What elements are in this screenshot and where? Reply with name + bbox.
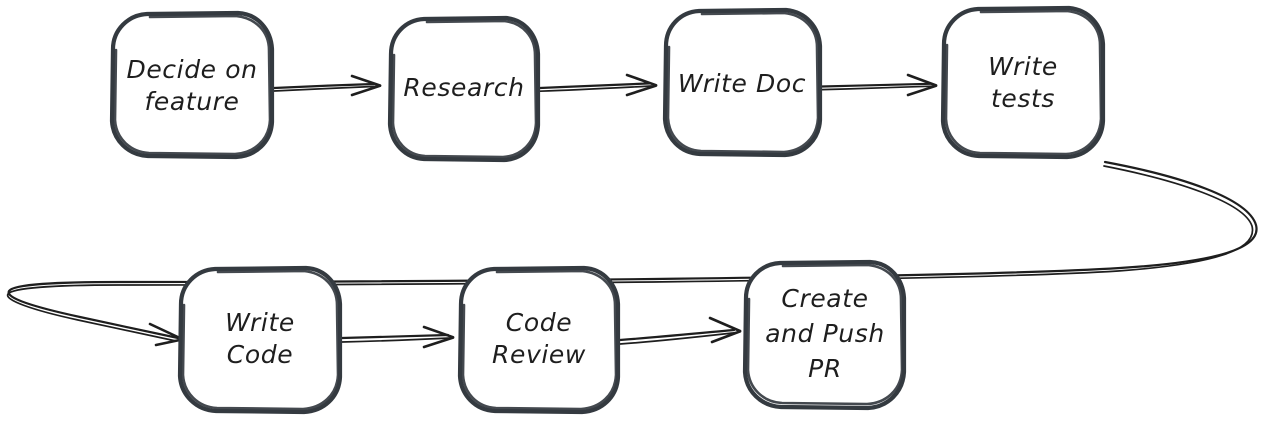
- node-create-and-push-pr[interactable]: Create and Push PR: [742, 259, 907, 411]
- node-label-research: Research: [403, 73, 524, 102]
- node-label-code-review-line1: Code: [506, 308, 572, 337]
- node-label-write-tests-line2: tests: [991, 84, 1055, 113]
- node-label-write-tests-line1: Write: [988, 52, 1058, 81]
- node-label-write-doc: Write Doc: [678, 69, 806, 98]
- node-label-write-code-line2: Code: [227, 340, 293, 369]
- node-write-code[interactable]: Write Code: [177, 265, 343, 415]
- node-label-create-and-push-pr-line1: Create: [781, 284, 868, 313]
- node-label-create-and-push-pr-line2: and Push: [765, 319, 885, 348]
- node-label-decide-on-feature-line1: Decide on: [126, 55, 257, 84]
- edge-write-doc-to-write-tests: [820, 73, 938, 97]
- edge-research-to-write-doc: [538, 73, 658, 97]
- edge-code-review-to-create-pr: [618, 316, 742, 345]
- node-code-review[interactable]: Code Review: [457, 265, 621, 415]
- node-label-create-and-push-pr-line3: PR: [808, 354, 842, 383]
- edge-decide-to-research: [272, 74, 382, 97]
- node-write-tests[interactable]: Write tests: [940, 5, 1106, 160]
- node-research[interactable]: Research: [387, 15, 541, 163]
- node-write-doc[interactable]: Write Doc: [662, 7, 823, 158]
- edge-write-code-to-code-review: [340, 325, 455, 349]
- node-label-write-code-line1: Write: [225, 308, 295, 337]
- node-label-decide-on-feature-line2: feature: [144, 87, 239, 116]
- node-label-code-review-line2: Review: [492, 340, 586, 369]
- node-decide-on-feature[interactable]: Decide on feature: [109, 10, 275, 160]
